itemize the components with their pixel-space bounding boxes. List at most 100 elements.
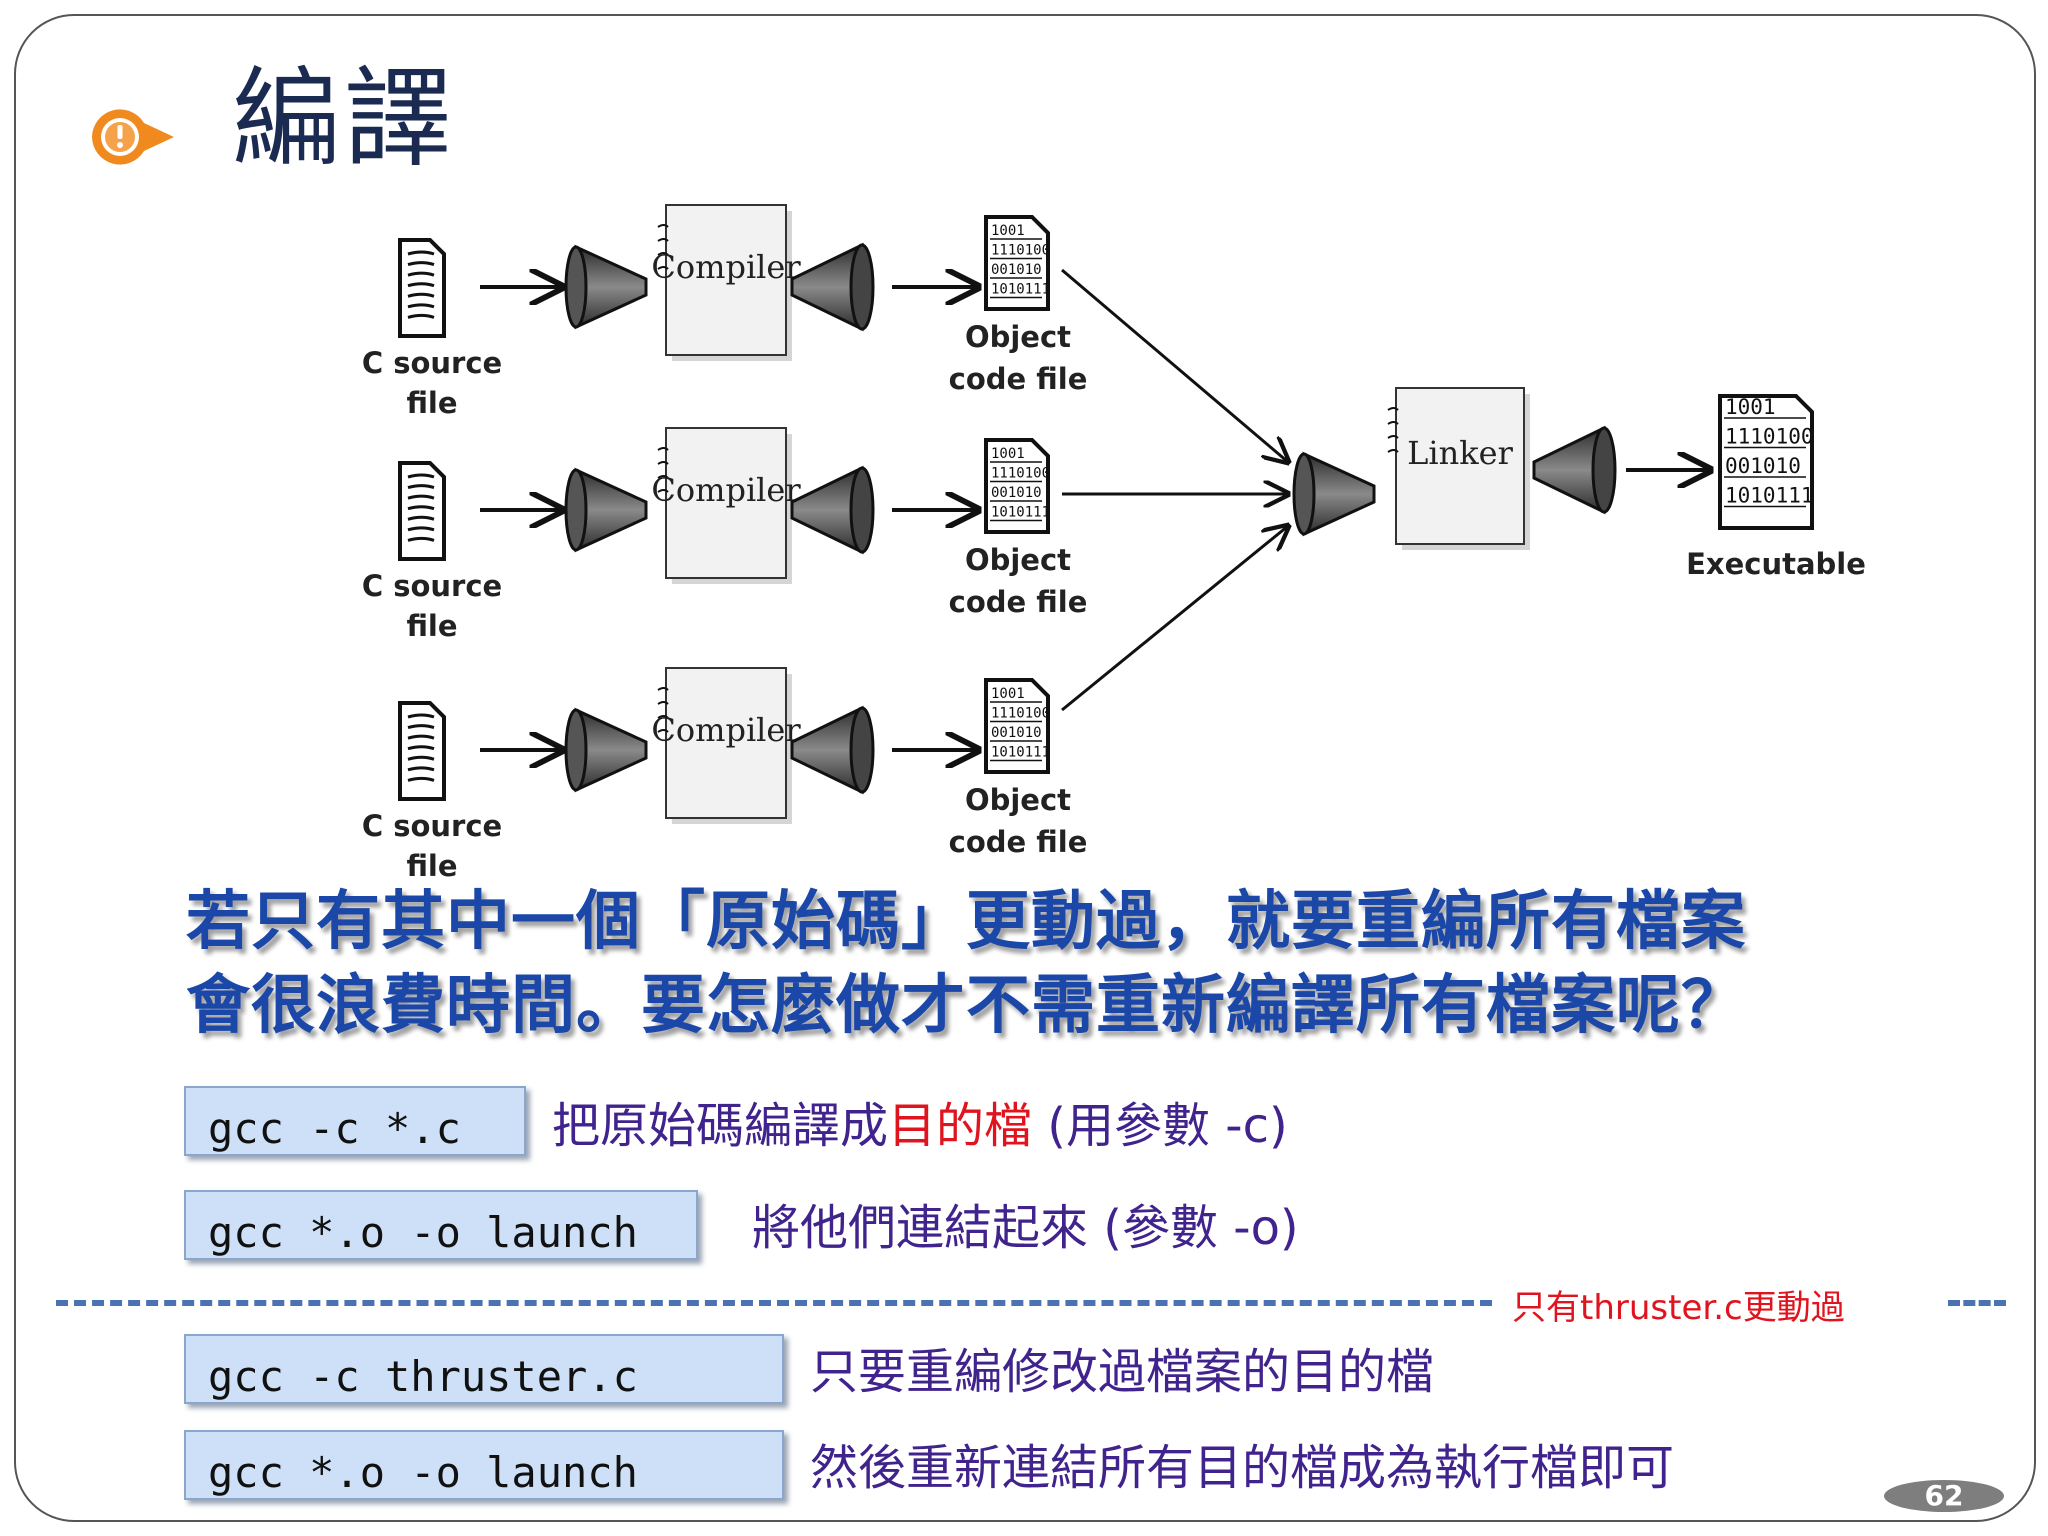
- alert-badge-icon: [92, 109, 174, 165]
- source-file-icon: [398, 701, 446, 801]
- box-spring: [657, 266, 669, 270]
- binary-digits: 1010111: [991, 282, 1050, 298]
- box-spring: [1387, 435, 1399, 439]
- source-file-icon: [398, 461, 446, 561]
- doc-line: [407, 755, 435, 761]
- binary-doc-outline: [984, 438, 1050, 534]
- box-spring: [1387, 449, 1399, 453]
- binary-digits: 001010: [991, 262, 1042, 278]
- command-compile-all: gcc -c *.c: [184, 1086, 526, 1156]
- box-face: [665, 204, 787, 356]
- funnel-mouth: [849, 466, 875, 554]
- box-spring: [657, 701, 669, 705]
- binary-digits: 1010111: [1725, 484, 1814, 508]
- box-spring: [657, 224, 669, 228]
- slide-title: 編譯: [232, 57, 457, 182]
- object-file-icon: 1001 1110100 001010 1010111: [984, 215, 1050, 311]
- command-relink: gcc *.o -o launch: [184, 1430, 784, 1500]
- binary-doc-outline: [984, 678, 1050, 774]
- funnel-mouth: [564, 468, 588, 552]
- output-funnel-icon: [790, 242, 875, 332]
- binary-digits: 1010111: [991, 745, 1050, 761]
- executable-label: Executable: [1686, 547, 1866, 581]
- doc-line: [407, 734, 435, 740]
- doc-line: [407, 292, 435, 298]
- box-spring: [1387, 407, 1399, 411]
- compiler-box: Compiler: [651, 204, 801, 361]
- object-file-icon: 1001 1110100 001010 1010111: [984, 438, 1050, 534]
- doc-line: [407, 766, 435, 772]
- box-face: [665, 427, 787, 579]
- binary-digits: 1001: [991, 446, 1025, 462]
- divider-note: 只有thruster.c更動過: [1512, 1288, 1845, 1328]
- doc-line: [407, 282, 435, 288]
- binary-digits: 1010111: [991, 505, 1050, 521]
- compile-link-diagram: C sourcefileCompiler10011110100001010101…: [362, 204, 1866, 883]
- funnel-mouth: [1591, 426, 1617, 514]
- linker-input-funnel-icon: [1292, 451, 1376, 537]
- box-label: Compiler: [651, 248, 801, 286]
- source-label: file: [406, 609, 457, 643]
- doc-line: [407, 515, 435, 521]
- funnel-mouth: [849, 243, 875, 331]
- link-arrow: [1061, 268, 1288, 462]
- source-label: file: [406, 849, 457, 883]
- object-label: Object: [965, 543, 1071, 577]
- divider-left: [56, 1300, 1492, 1306]
- funnel-mouth: [1292, 452, 1316, 536]
- page-number: 62: [1884, 1480, 2004, 1512]
- source-label: file: [406, 386, 457, 420]
- desc-highlight: 目的檔: [888, 1098, 1033, 1154]
- divider-right: [1948, 1300, 2006, 1306]
- binary-digits: 1001: [991, 686, 1025, 702]
- doc-line: [407, 536, 435, 542]
- question-line-2: 會很浪費時間。要怎麼做才不需重新編譯所有檔案呢？: [186, 969, 1746, 1043]
- box-spring: [657, 461, 669, 465]
- source-label: C source: [362, 569, 502, 603]
- doc-line: [407, 484, 435, 490]
- binary-doc-outline: [1718, 394, 1814, 530]
- desc-text: 把原始碼編譯成: [552, 1098, 889, 1154]
- binary-digits: 1001: [991, 223, 1025, 239]
- binary-digits: 1110100: [1725, 425, 1814, 449]
- binary-digits: 1110100: [991, 243, 1050, 259]
- doc-line: [407, 313, 435, 319]
- command-compile-thruster: gcc -c thruster.c: [184, 1334, 784, 1404]
- doc-line: [407, 776, 435, 782]
- compiler-box: Compiler: [651, 667, 801, 824]
- box-spring: [657, 715, 669, 719]
- compile-row: C sourcefileCompiler10011110100001010101…: [362, 667, 1088, 883]
- box-spring: [657, 687, 669, 691]
- command-relink-desc: 然後重新連結所有目的檔成為執行檔即可: [810, 1440, 1675, 1496]
- box-label: Linker: [1407, 434, 1513, 472]
- doc-line: [407, 724, 435, 730]
- box-spring: [657, 238, 669, 242]
- box-face: [1395, 387, 1525, 545]
- object-label: code file: [949, 825, 1088, 859]
- binary-digits: 001010: [991, 485, 1042, 501]
- funnel-mouth: [564, 245, 588, 329]
- question-line-1: 若只有其中一個「原始碼」更動過，就要重編所有檔案: [186, 885, 1746, 959]
- output-funnel-icon: [790, 705, 875, 795]
- funnel-mouth: [564, 708, 588, 792]
- binary-digits: 1110100: [991, 466, 1050, 482]
- doc-line: [407, 526, 435, 532]
- box-label: Compiler: [651, 471, 801, 509]
- doc-line: [407, 250, 435, 256]
- doc-line: [407, 505, 435, 511]
- binary-digits: 001010: [1725, 454, 1801, 478]
- binary-doc-outline: [984, 215, 1050, 311]
- doc-line: [407, 271, 435, 277]
- linker-box: Linker: [1387, 387, 1530, 550]
- command-compile-all-desc: 把原始碼編譯成目的檔 (用參數 -c): [552, 1102, 1288, 1150]
- doc-line: [407, 494, 435, 500]
- linker-output-funnel-icon: [1532, 425, 1617, 515]
- object-label: Object: [965, 320, 1071, 354]
- box-spring: [657, 729, 669, 733]
- source-label: C source: [362, 809, 502, 843]
- command-link-all: gcc *.o -o launch: [184, 1190, 698, 1260]
- binary-digits: 1110100: [991, 706, 1050, 722]
- source-label: C source: [362, 346, 502, 380]
